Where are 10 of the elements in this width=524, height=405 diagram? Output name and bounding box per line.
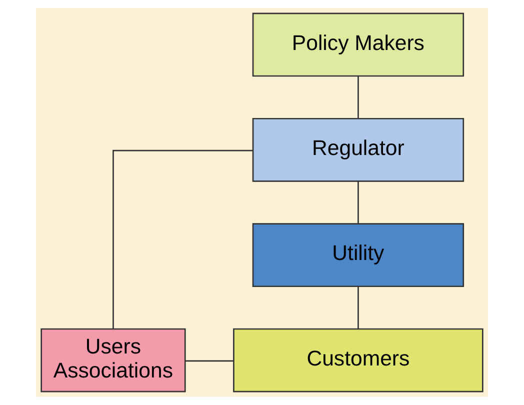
connector [185,360,234,362]
node-box: Utility [252,223,464,288]
node-box: Customers [233,328,484,392]
connector [112,150,253,329]
node-box: Regulator [252,118,464,182]
connector [358,181,359,224]
connector [358,76,359,118]
node-box: Users Associations [40,328,186,392]
node-box: Policy Makers [252,12,464,77]
connector [358,286,359,329]
